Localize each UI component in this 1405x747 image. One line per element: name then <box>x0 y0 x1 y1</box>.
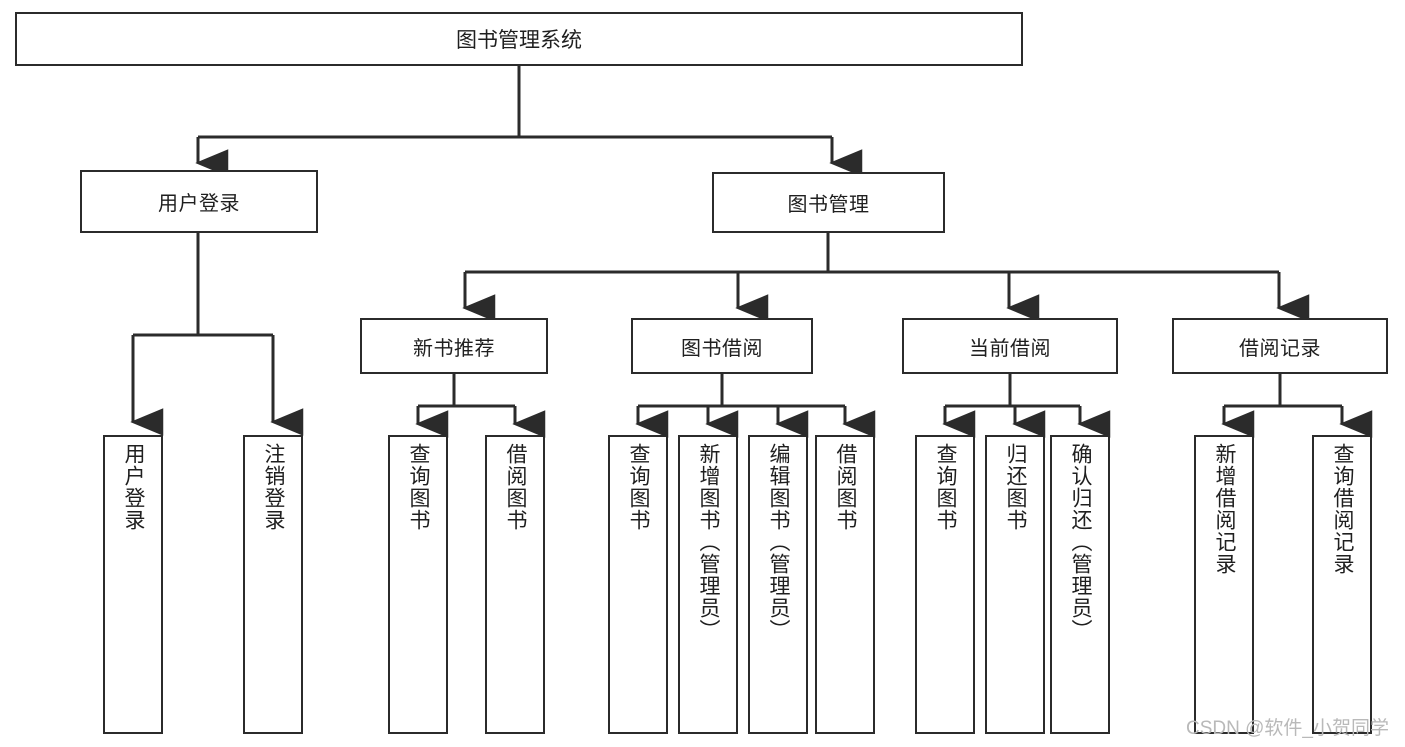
node-label: 新增借阅记录 <box>1213 443 1237 575</box>
node-label: 编辑图书（管理员） <box>767 443 791 641</box>
node-label: 新增图书（管理员） <box>697 443 721 641</box>
node-label: 查询借阅记录 <box>1331 443 1355 575</box>
leaf-record-query[interactable]: 查询借阅记录 <box>1312 435 1372 734</box>
node-label: 查询图书 <box>934 443 958 531</box>
node-label: 借阅图书 <box>834 443 858 531</box>
leaf-borrow-add-book[interactable]: 新增图书（管理员） <box>678 435 738 734</box>
node-user-login[interactable]: 用户登录 <box>80 170 318 233</box>
leaf-new-book-query[interactable]: 查询图书 <box>388 435 448 734</box>
leaf-borrow-query-book[interactable]: 查询图书 <box>608 435 668 734</box>
leaf-borrow-borrow-book[interactable]: 借阅图书 <box>815 435 875 734</box>
leaf-record-add[interactable]: 新增借阅记录 <box>1194 435 1254 734</box>
leaf-user-login-logout[interactable]: 注销登录 <box>243 435 303 734</box>
node-label: 查询图书 <box>407 443 431 531</box>
csdn-watermark: CSDN @软件_小贺同学 <box>1186 718 1389 739</box>
node-label: 查询图书 <box>627 443 651 531</box>
node-label: 新书推荐 <box>413 337 495 360</box>
node-label: 当前借阅 <box>969 337 1051 360</box>
node-label: 图书借阅 <box>681 337 763 360</box>
node-book-borrow[interactable]: 图书借阅 <box>631 318 813 374</box>
leaf-new-book-borrow[interactable]: 借阅图书 <box>485 435 545 734</box>
node-label: 用户登录 <box>158 193 240 215</box>
node-new-book-recommend[interactable]: 新书推荐 <box>360 318 548 374</box>
node-label: 图书管理 <box>787 194 870 216</box>
node-book-management[interactable]: 图书管理 <box>712 172 945 233</box>
node-current-borrow[interactable]: 当前借阅 <box>902 318 1118 374</box>
node-label: 图书管理系统 <box>456 29 582 52</box>
leaf-current-query-book[interactable]: 查询图书 <box>915 435 975 734</box>
node-label: 借阅记录 <box>1239 337 1321 360</box>
leaf-current-return-book[interactable]: 归还图书 <box>985 435 1045 734</box>
node-label: 确认归还（管理员） <box>1069 443 1093 641</box>
node-label: 借阅图书 <box>504 443 528 531</box>
node-label: 用户登录 <box>122 443 146 531</box>
node-root-system[interactable]: 图书管理系统 <box>15 12 1023 66</box>
node-label: 注销登录 <box>262 443 286 531</box>
leaf-current-confirm-return[interactable]: 确认归还（管理员） <box>1050 435 1110 734</box>
node-borrow-record[interactable]: 借阅记录 <box>1172 318 1388 374</box>
node-label: 归还图书 <box>1004 443 1028 531</box>
leaf-borrow-edit-book[interactable]: 编辑图书（管理员） <box>748 435 808 734</box>
leaf-user-login-login[interactable]: 用户登录 <box>103 435 163 734</box>
